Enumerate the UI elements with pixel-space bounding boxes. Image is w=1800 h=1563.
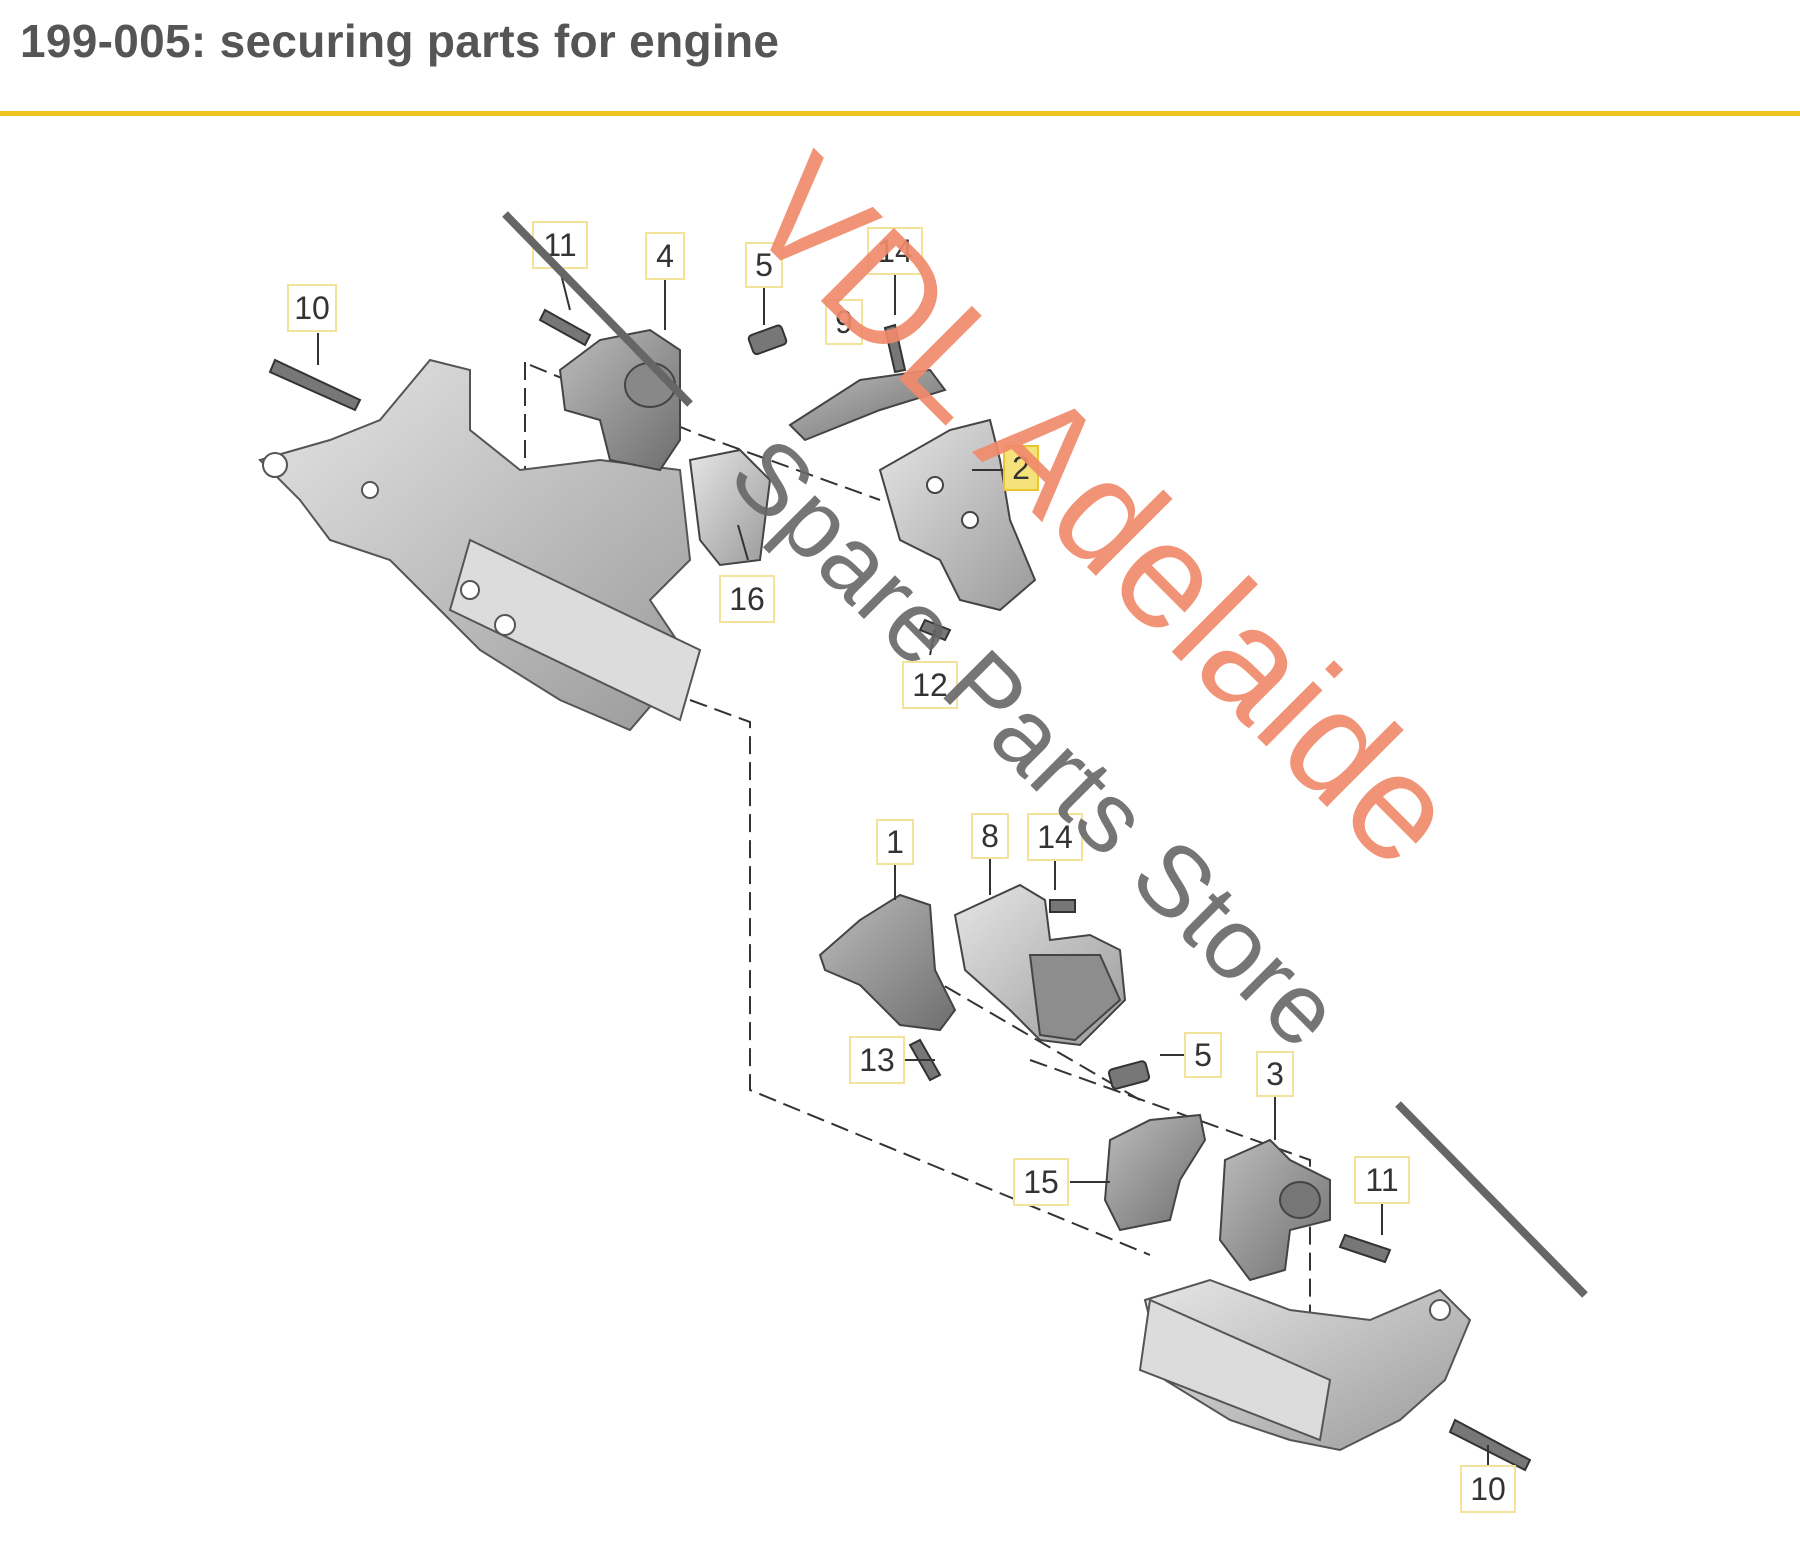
callout-5-top[interactable]: 5	[745, 242, 783, 288]
svg-text:10: 10	[1470, 1471, 1506, 1507]
callout-5-lower[interactable]: 5	[1184, 1032, 1222, 1078]
svg-text:2: 2	[1012, 450, 1030, 486]
left-subframe-part	[258, 358, 702, 732]
part-2-bracket	[878, 418, 1037, 612]
callout-15[interactable]: 15	[1013, 1158, 1069, 1206]
accent-divider	[0, 111, 1800, 116]
part-8-heat-shield	[953, 883, 1127, 1047]
part-3-mount	[1218, 1138, 1331, 1282]
callout-1[interactable]: 1	[876, 819, 914, 865]
callout-14-top[interactable]: 14	[867, 227, 923, 275]
part-9-strap	[788, 368, 947, 442]
callout-11-top[interactable]: 11	[532, 221, 588, 269]
svg-text:10: 10	[294, 290, 330, 326]
svg-text:16: 16	[729, 581, 765, 617]
callout-10-top[interactable]: 10	[287, 284, 337, 332]
part-16-bracket	[688, 448, 772, 567]
svg-text:11: 11	[1365, 1162, 1398, 1198]
svg-text:14: 14	[877, 233, 913, 269]
top-fasteners	[268, 308, 952, 642]
callout-4[interactable]: 4	[645, 232, 685, 280]
page-title: 199-005: securing parts for engine	[20, 15, 780, 67]
svg-text:5: 5	[755, 247, 773, 283]
callout-13[interactable]: 13	[849, 1036, 905, 1084]
callout-8[interactable]: 8	[971, 813, 1009, 859]
callout-11-lower[interactable]: 11	[1354, 1156, 1410, 1204]
watermark-line-bottom	[1395, 1101, 1588, 1298]
part-1-mount	[818, 893, 957, 1032]
watermark-line-top	[502, 211, 693, 407]
part-15-bracket	[1103, 1113, 1207, 1232]
callout-3[interactable]: 3	[1256, 1051, 1294, 1097]
callout-10-lower[interactable]: 10	[1460, 1465, 1516, 1513]
svg-text:15: 15	[1023, 1164, 1059, 1200]
callout-9[interactable]: 9	[825, 299, 863, 345]
svg-text:9: 9	[835, 304, 853, 340]
svg-text:1: 1	[886, 824, 904, 860]
svg-text:14: 14	[1037, 819, 1073, 855]
right-subframe-part	[1138, 1278, 1472, 1452]
svg-text:13: 13	[859, 1042, 895, 1078]
callout-2-highlighted[interactable]: 2	[1003, 445, 1039, 491]
svg-text:3: 3	[1266, 1056, 1284, 1092]
svg-text:5: 5	[1194, 1037, 1212, 1073]
svg-text:4: 4	[656, 238, 674, 274]
svg-text:8: 8	[981, 818, 999, 854]
svg-text:12: 12	[912, 667, 948, 703]
callout-14-lower[interactable]: 14	[1027, 813, 1083, 861]
part-4-engine-mount	[558, 328, 681, 472]
callout-16[interactable]: 16	[719, 575, 775, 623]
exploded-parts-diagram: 10 11 4 5 9 14 2 16 12 1 8 14	[0, 116, 1800, 1558]
callout-12[interactable]: 12	[902, 661, 958, 709]
header: 199-005: securing parts for engine	[0, 0, 1800, 112]
